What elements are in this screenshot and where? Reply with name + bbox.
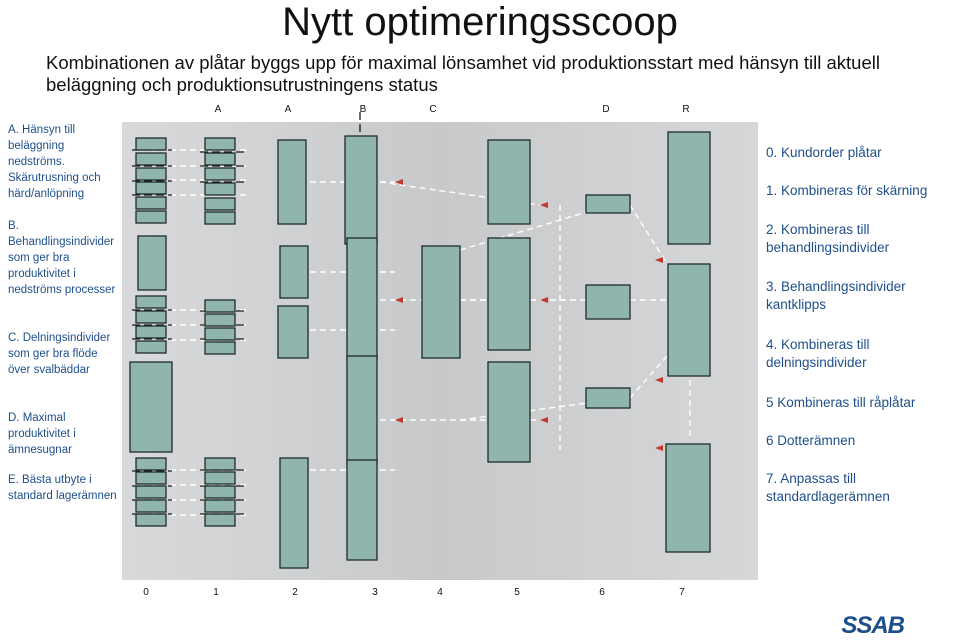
column-letter-3: B bbox=[359, 104, 367, 115]
plate bbox=[204, 211, 236, 225]
plate bbox=[204, 341, 236, 355]
right-label-5: 5 Kombineras till råplåtar bbox=[766, 395, 916, 410]
plate bbox=[135, 325, 167, 339]
plate bbox=[204, 327, 236, 341]
plate bbox=[135, 210, 167, 224]
plate bbox=[204, 197, 236, 211]
left-label-a: A. Hänsyn till beläggning nedströms. Skä… bbox=[8, 124, 101, 200]
plate bbox=[135, 181, 167, 195]
column-number-3: 3 bbox=[372, 587, 378, 598]
right-label-3: 3. Behandlingsindivider kantklipps bbox=[766, 279, 906, 312]
plate bbox=[204, 485, 236, 499]
column-number-1: 1 bbox=[213, 587, 219, 598]
plate bbox=[129, 361, 173, 453]
left-label-c: C. Delningsindivider som ger bra flöde ö… bbox=[8, 332, 111, 376]
plate bbox=[204, 471, 236, 485]
plate bbox=[585, 387, 631, 409]
right-label-1: 1. Kombineras för skärning bbox=[766, 183, 928, 198]
plate bbox=[667, 263, 711, 377]
column-number-6: 6 bbox=[599, 587, 605, 598]
plate bbox=[204, 299, 236, 313]
page-title: Nytt optimeringsscoop bbox=[282, 0, 678, 44]
left-label-e: E. Bästa utbyte i standard lagerämnen bbox=[8, 474, 117, 502]
plate bbox=[135, 167, 167, 181]
plate bbox=[135, 196, 167, 210]
plate bbox=[204, 513, 236, 527]
column-letter-2: A bbox=[284, 104, 292, 115]
plate bbox=[346, 237, 378, 361]
plate bbox=[204, 457, 236, 471]
plate bbox=[667, 131, 711, 245]
plate bbox=[585, 284, 631, 320]
column-number-7: 7 bbox=[679, 587, 685, 598]
plate bbox=[665, 443, 711, 553]
ssab-logo: SSAB bbox=[841, 612, 905, 639]
plate bbox=[135, 471, 167, 485]
plate bbox=[135, 152, 167, 166]
right-label-4: 4. Kombineras till delningsindivider bbox=[766, 337, 870, 370]
right-label-6: 6 Dotterämnen bbox=[766, 433, 856, 448]
plate bbox=[204, 313, 236, 327]
column-letter-5: D bbox=[602, 104, 610, 115]
plate bbox=[277, 139, 307, 225]
plate bbox=[421, 245, 461, 359]
plate bbox=[277, 305, 309, 359]
plate bbox=[135, 295, 167, 309]
plate bbox=[279, 457, 309, 569]
plate bbox=[204, 182, 236, 196]
plate bbox=[135, 499, 167, 513]
column-letter-1: A bbox=[214, 104, 222, 115]
plate bbox=[346, 459, 378, 561]
plate bbox=[344, 135, 378, 245]
plate bbox=[487, 237, 531, 351]
plate bbox=[135, 485, 167, 499]
plate bbox=[135, 310, 167, 324]
left-label-d: D. Maximal produktivitet i ämnesugnar bbox=[8, 412, 76, 456]
plate bbox=[204, 137, 236, 151]
plate bbox=[135, 513, 167, 527]
column-number-4: 4 bbox=[437, 587, 443, 598]
column-number-0: 0 bbox=[143, 587, 149, 598]
plate bbox=[204, 152, 236, 166]
plate bbox=[346, 355, 378, 465]
plate bbox=[279, 245, 309, 299]
column-number-5: 5 bbox=[514, 587, 520, 598]
column-number-2: 2 bbox=[292, 587, 298, 598]
column-letter-4: C bbox=[429, 104, 437, 115]
right-label-7: 7. Anpassas till standardlagerämnen bbox=[766, 471, 890, 504]
plate bbox=[487, 361, 531, 463]
plate bbox=[137, 235, 167, 291]
plate bbox=[487, 139, 531, 225]
plates bbox=[129, 131, 711, 569]
plate bbox=[585, 194, 631, 214]
page-subtitle: Kombinationen av plåtar byggs upp för ma… bbox=[46, 52, 880, 95]
plate bbox=[135, 340, 167, 354]
plate bbox=[204, 499, 236, 513]
right-label-0: 0. Kundorder plåtar bbox=[766, 145, 882, 160]
plate bbox=[135, 457, 167, 471]
plate bbox=[204, 167, 236, 181]
right-label-2: 2. Kombineras till behandlingsindivider bbox=[766, 222, 890, 255]
plate bbox=[135, 137, 167, 151]
left-label-b: B. Behandlingsindivider som ger bra prod… bbox=[8, 220, 116, 296]
column-letter-6: R bbox=[682, 104, 690, 115]
